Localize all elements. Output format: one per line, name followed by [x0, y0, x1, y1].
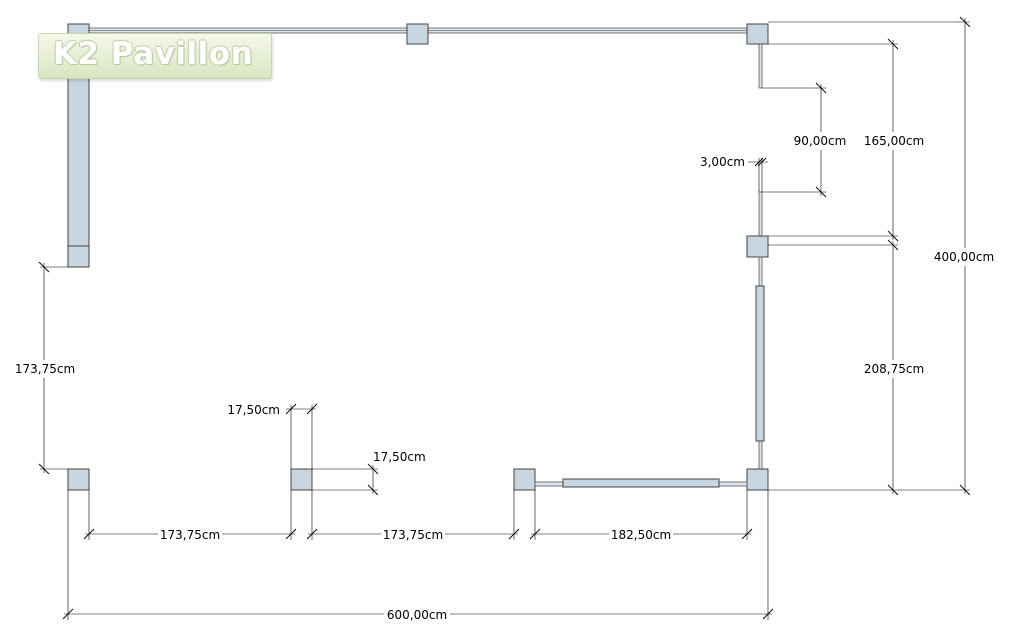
dim-right-lower: 208,75cm — [864, 362, 924, 376]
post-right-middle — [746, 235, 769, 258]
logo-text: K2 Pavillon — [53, 36, 254, 72]
k2-pavillon-logo: K2 Pavillon — [38, 33, 272, 79]
dim-opening: 90,00cm — [794, 134, 847, 148]
post-top-right — [746, 23, 769, 45]
dim-bottom-span-1: 173,75cm — [160, 528, 220, 542]
dim-total-width: 600,00cm — [387, 608, 447, 622]
dim-right-upper: 165,00cm — [864, 134, 924, 148]
right-middle-wall — [758, 191, 763, 237]
dim-post-width: 17,50cm — [227, 403, 280, 417]
post-bottom-right — [746, 468, 769, 491]
post-bottom-3 — [513, 468, 536, 491]
post-top-middle — [406, 23, 429, 45]
post-bottom-1 — [67, 468, 90, 491]
dim-total-depth: 400,00cm — [934, 250, 994, 264]
bottom-sliding-panel — [562, 478, 720, 488]
right-upper-wall — [758, 43, 763, 89]
post-bottom-2 — [290, 468, 313, 491]
right-sliding-panel — [755, 285, 765, 442]
dim-bottom-span-2: 173,75cm — [383, 528, 443, 542]
dim-bottom-span-3: 182,50cm — [611, 528, 671, 542]
left-wall-panel-end — [67, 245, 90, 268]
dim-gap: 3,00cm — [700, 155, 745, 169]
dim-left-side: 173,75cm — [15, 362, 75, 376]
dim-post-depth: 17,50cm — [373, 450, 426, 464]
